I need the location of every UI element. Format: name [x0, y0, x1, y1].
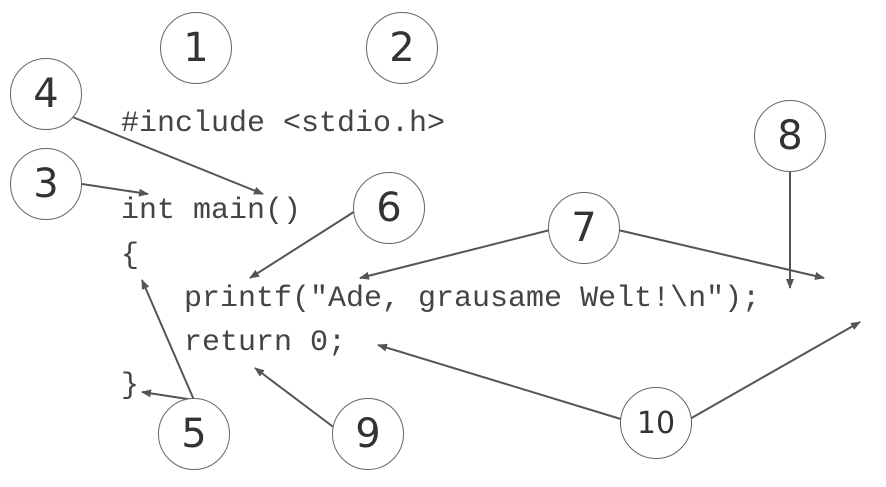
marker-7: 7 — [548, 192, 620, 264]
arrow-7-to-close-quote — [617, 229, 825, 280]
return-line: return 0; — [184, 326, 347, 360]
printf-line: printf("Ade, grausame Welt!\n"); — [184, 282, 761, 316]
marker-6: 6 — [353, 172, 425, 244]
arrow-5-to-open-brace — [141, 279, 195, 401]
marker-10: 10 — [620, 387, 692, 459]
marker-1: 1 — [160, 12, 232, 84]
arrow-3-to-int — [81, 183, 149, 197]
marker-2: 2 — [366, 12, 438, 84]
arrow-10-to-printf-semicolon — [687, 321, 861, 421]
arrow-10-to-semicolon — [377, 343, 625, 421]
marker-4: 4 — [10, 58, 82, 130]
main-signature-line: int main() — [121, 194, 302, 228]
close-brace-line: } — [121, 369, 140, 403]
open-brace-line: { — [121, 239, 140, 273]
marker-8: 8 — [754, 100, 826, 172]
arrow-6-to-printf — [249, 207, 361, 279]
arrow-9-to-return — [254, 367, 341, 433]
arrow-4-to-main — [69, 115, 264, 195]
marker-9: 9 — [332, 398, 404, 470]
marker-3: 3 — [10, 148, 82, 220]
marker-5: 5 — [158, 398, 230, 470]
arrow-7-to-open-quote — [359, 229, 551, 280]
include-line: #include <stdio.h> — [121, 107, 446, 141]
